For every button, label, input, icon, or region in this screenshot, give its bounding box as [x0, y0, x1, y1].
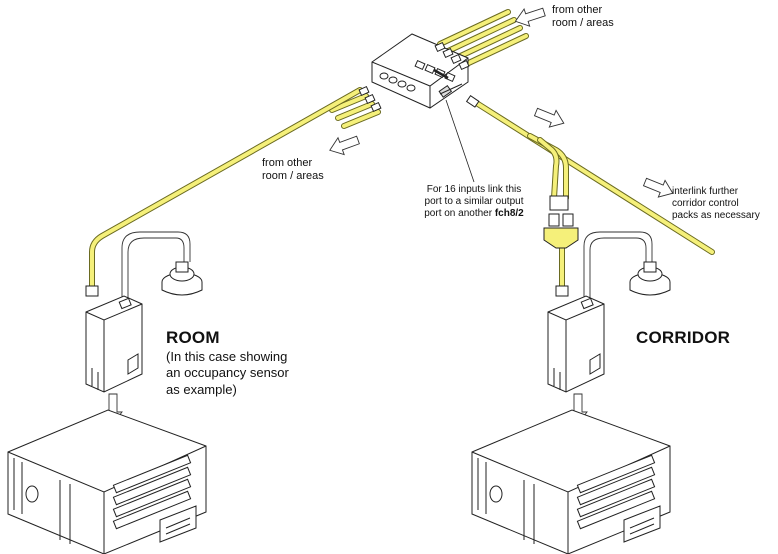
terminal-block-corridor [471, 409, 671, 554]
note-leader-line [445, 99, 475, 183]
room-subtitle: (In this case showing an occupancy senso… [166, 349, 289, 398]
cable-to-corridor [475, 101, 715, 291]
control-module-room [85, 295, 143, 393]
label-from-other-mid: from other room / areas [262, 157, 324, 183]
label-line: packs as necessary [672, 209, 760, 221]
note-16-inputs: For 16 inputs link this port to a simila… [400, 184, 548, 219]
sensor-cables [121, 231, 653, 300]
fch8-hub [358, 33, 480, 113]
model-name: fch8/2 [494, 207, 524, 219]
occupancy-sensor-corridor [629, 261, 671, 296]
occupancy-sensor-room [161, 261, 203, 296]
arrow-mid-left [326, 131, 362, 160]
label-line: interlink further [672, 186, 739, 197]
label-line: from other [262, 157, 313, 169]
corridor-splitter [543, 195, 579, 297]
label-from-other-top: from other room / areas [552, 4, 614, 30]
arrow-interlink [641, 173, 677, 203]
subtitle-line: as example) [166, 381, 237, 397]
corridor-title: CORRIDOR [636, 328, 731, 347]
incoming-cables-top-right [437, 9, 529, 71]
subtitle-line: an occupancy sensor [166, 365, 289, 381]
label-line: corridor control [672, 197, 739, 209]
note-line: port on another fch8/2 [400, 208, 548, 220]
arrow-corridor-out [532, 103, 568, 133]
cable-to-room [89, 87, 363, 291]
control-module-corridor [547, 295, 605, 393]
note-line: port to a similar output [424, 195, 524, 207]
note-text: port on another [424, 207, 495, 219]
cable-group [89, 9, 715, 291]
subtitle-line: (In this case showing [166, 349, 288, 364]
room-plug [85, 285, 99, 297]
incoming-cables-mid-left [329, 93, 381, 129]
label-line: room / areas [262, 169, 324, 182]
note-line: For 16 inputs link this [426, 184, 522, 195]
terminal-block-room [7, 409, 207, 554]
label-interlink: interlink further corridor control packs… [672, 186, 760, 221]
room-title: ROOM [166, 328, 220, 347]
label-line: room / areas [552, 16, 614, 29]
label-line: from other [552, 4, 603, 16]
